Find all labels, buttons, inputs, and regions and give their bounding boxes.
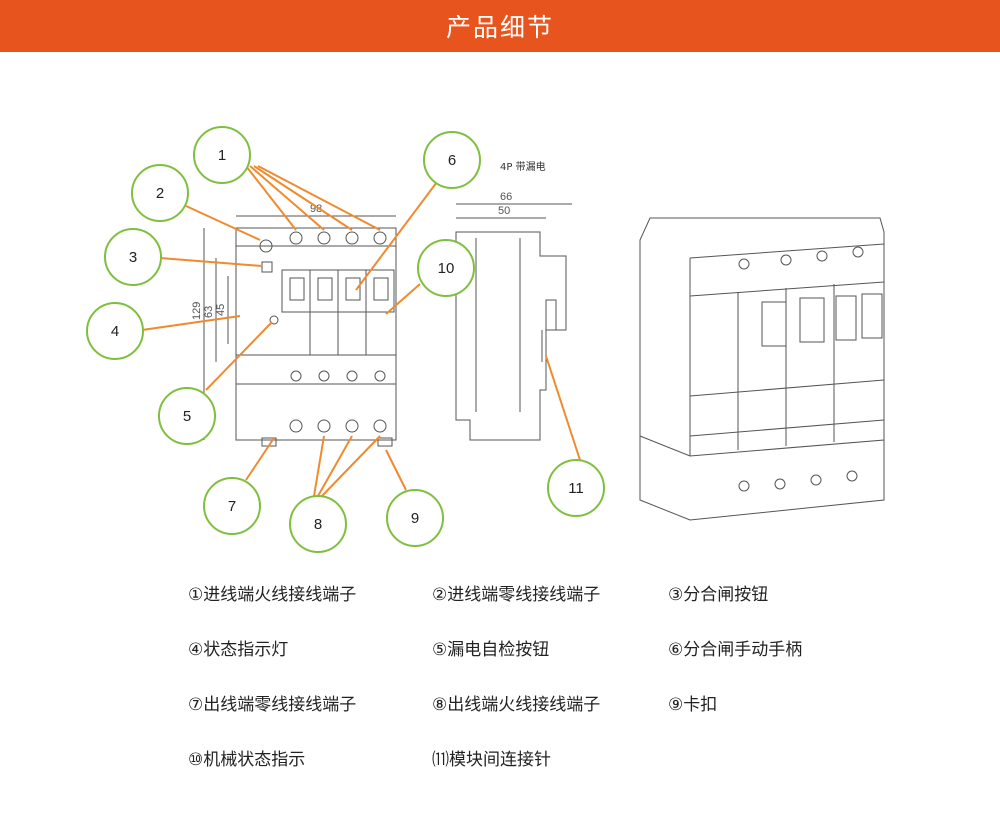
- callout-2-label: 2: [156, 185, 164, 202]
- callout-3: 3: [104, 228, 162, 286]
- legend-item: ③分合闸按钮: [668, 585, 769, 605]
- header-bar: 产品细节: [0, 0, 1000, 52]
- page-title: 产品细节: [445, 13, 554, 42]
- callout-10: 10: [417, 239, 475, 297]
- callout-11-label: 11: [568, 480, 584, 497]
- callout-9-label: 9: [411, 510, 419, 527]
- callout-4: 4: [86, 302, 144, 360]
- front-view-drawing: 98 129 63 45: [191, 203, 397, 447]
- product-diagram: 98 129 63 45 4P 带漏电 66 50: [86, 126, 885, 553]
- legend-item: ④状态指示灯: [188, 640, 289, 660]
- dim-w1-label: 66: [500, 191, 512, 203]
- callout-2: 2: [131, 164, 189, 222]
- legend-item: ⑥分合闸手动手柄: [668, 640, 803, 660]
- dim-h2-label: 63: [203, 306, 215, 318]
- side-view-drawing: 4P 带漏电 66 50: [455, 160, 572, 441]
- side-view-note: 4P 带漏电: [500, 160, 546, 173]
- legend-item: ②进线端零线接线端子: [432, 585, 601, 605]
- callout-7-label: 7: [228, 498, 236, 515]
- callout-11: 11: [547, 459, 605, 517]
- callout-8-label: 8: [314, 516, 322, 533]
- callout-9: 9: [386, 489, 444, 547]
- callout-6-label: 6: [448, 152, 456, 169]
- callout-8: 8: [289, 495, 347, 553]
- callout-10-label: 10: [438, 260, 455, 277]
- legend-item: ⑾模块间连接针: [432, 750, 551, 770]
- callout-6: 6: [423, 131, 481, 189]
- arrows: [141, 165, 581, 497]
- dim-h3-label: 45: [215, 304, 227, 316]
- dim-h1-label: 129: [191, 302, 203, 320]
- legend-item: ⑤漏电自检按钮: [432, 640, 550, 660]
- callout-4-label: 4: [111, 323, 119, 340]
- legend-item: ①进线端火线接线端子: [188, 585, 357, 605]
- callout-5-label: 5: [183, 408, 191, 425]
- dim-width-label: 98: [310, 203, 322, 215]
- legend: ①进线端火线接线端子 ②进线端零线接线端子 ③分合闸按钮 ④状态指示灯 ⑤漏电自…: [0, 572, 1000, 828]
- legend-item: ⑧出线端火线接线端子: [432, 695, 601, 715]
- legend-item: ⑩机械状态指示: [188, 750, 306, 770]
- callout-7: 7: [203, 477, 261, 535]
- product-3d-drawing: [639, 217, 885, 521]
- callout-1: 1: [193, 126, 251, 184]
- callout-3-label: 3: [129, 249, 137, 266]
- callout-5: 5: [158, 387, 216, 445]
- dim-w2-label: 50: [498, 205, 510, 217]
- callout-1-label: 1: [218, 147, 226, 164]
- legend-item: ⑨卡扣: [668, 695, 718, 715]
- legend-item: ⑦出线端零线接线端子: [188, 695, 357, 715]
